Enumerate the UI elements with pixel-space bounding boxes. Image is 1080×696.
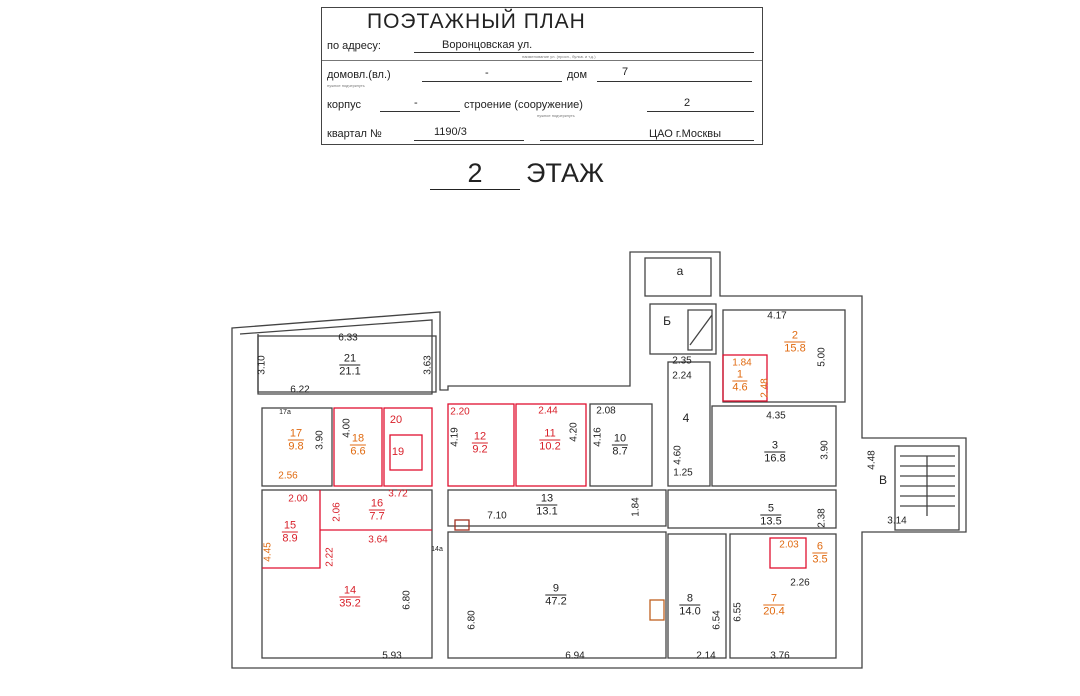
floor-label: ЭТАЖ <box>526 158 604 188</box>
dimension: 5.00 <box>816 347 828 367</box>
dimension: 2.06 <box>331 502 343 522</box>
dimension: 2.35 <box>672 355 692 367</box>
stroenie-value: 2 <box>684 97 691 109</box>
dimension: 3.14 <box>887 515 907 527</box>
dimension: 3.63 <box>422 355 434 375</box>
dimension: 5.93 <box>382 650 402 662</box>
plan-title: ПОЭТАЖНЫЙ ПЛАН <box>367 10 586 33</box>
title-stamp: ПОЭТАЖНЫЙ ПЛАН по адресу: Воронцовская у… <box>321 7 763 145</box>
dimension: 3.72 <box>388 488 408 500</box>
address-label: по адресу: <box>327 40 381 52</box>
dimension: 2.24 <box>672 370 692 382</box>
address-hint: наименование ул. (просп., бульв. и т.д.) <box>522 54 596 59</box>
korpus-value: - <box>414 97 418 109</box>
dimension: 1.84 <box>630 497 642 517</box>
domovl-value: - <box>485 67 489 79</box>
dimension: 1.84 <box>732 357 752 369</box>
dimension: 2.44 <box>538 405 558 417</box>
dimension: 2.48 <box>759 378 771 398</box>
kvartal-value: 1190/3 <box>434 126 467 138</box>
dimension: 3.64 <box>368 534 388 546</box>
dimension: 4.60 <box>672 445 684 465</box>
room-4: 4 <box>682 411 690 425</box>
dimension: 3.90 <box>819 440 831 460</box>
dimension: 6.22 <box>290 384 310 396</box>
dimension: 2.22 <box>324 547 336 567</box>
dimension: 2.00 <box>288 493 308 505</box>
dom-label: дом <box>567 69 588 81</box>
dimension: 3.10 <box>256 355 268 375</box>
dimension: 6.80 <box>401 590 413 610</box>
dimension: 2.38 <box>816 508 828 528</box>
dimension: 2.56 <box>278 470 298 482</box>
dimension: 6.54 <box>711 610 723 630</box>
room-20: 20 <box>389 414 403 426</box>
room-14a: 14а <box>431 546 443 553</box>
dimension: 6.80 <box>466 610 478 630</box>
dimension: 2.08 <box>596 405 616 417</box>
district: ЦАО г.Москвы <box>649 128 722 140</box>
dimension: 6.55 <box>732 602 744 622</box>
dimension: 4.48 <box>866 450 878 470</box>
dimension: 4.45 <box>262 542 274 562</box>
stroenie-label: строение (сооружение) <box>464 99 583 111</box>
dimension: 1.25 <box>673 467 693 479</box>
domovl-hint: нужное подчеркнуть <box>327 83 365 88</box>
room-b: Б <box>663 314 671 328</box>
korpus-label: корпус <box>327 99 362 111</box>
stroenie-hint: нужное подчеркнуть <box>537 113 575 118</box>
dimension: 4.16 <box>592 427 604 447</box>
dimension: 7.10 <box>487 510 507 522</box>
dimension: 2.20 <box>450 406 470 418</box>
dimension: 2.14 <box>696 650 716 662</box>
dimension: 4.19 <box>449 427 461 447</box>
room-a: а <box>676 264 684 278</box>
floor-number: 2 <box>430 158 520 190</box>
dimension: 2.03 <box>779 539 799 551</box>
dimension: 4.00 <box>341 418 353 438</box>
dimension: 3.90 <box>314 430 326 450</box>
dom-value: 7 <box>622 66 629 78</box>
room-19: 19 <box>391 446 405 458</box>
kvartal-label: квартал № <box>327 128 382 140</box>
room-17a: 17а <box>279 409 291 416</box>
dimension: 4.17 <box>767 310 787 322</box>
dimension: 4.35 <box>766 410 786 422</box>
dimension: 3.76 <box>770 650 790 662</box>
dimension: 6.33 <box>338 332 358 344</box>
stair-v: В <box>878 473 888 487</box>
address-value: Воронцовская ул. <box>442 39 533 51</box>
domovl-label: домовл.(вл.) <box>327 69 391 81</box>
dimension: 4.20 <box>568 422 580 442</box>
dimension: 2.26 <box>790 577 810 589</box>
dimension: 6.94 <box>565 650 585 662</box>
